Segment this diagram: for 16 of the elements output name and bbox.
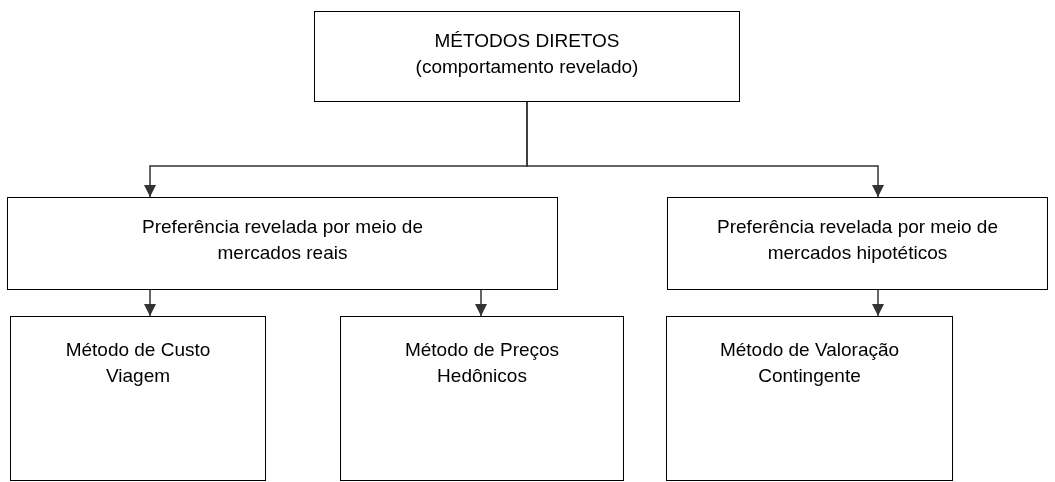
arrow (475, 289, 487, 317)
box-label: Preferência revelada por meio de mercados hipotéticos (716, 215, 999, 265)
process-box (7, 197, 558, 290)
box-label: Método de Custo Viagem (64, 338, 212, 388)
arrow (526, 101, 884, 198)
box-label: Método de Preços Hedônicos (403, 338, 561, 388)
box-label: Método de Valoração Contingente (718, 338, 901, 388)
process-box (667, 197, 1048, 290)
process-box (340, 316, 624, 481)
box-label: Preferência revelada por meio de mercados reais (141, 215, 424, 265)
arrow (872, 289, 884, 317)
process-box (10, 316, 266, 481)
box-label: MÉTODOS DIRETOS (comportamento revelado) (414, 29, 640, 79)
process-box (666, 316, 953, 481)
arrow (144, 289, 156, 317)
process-box (314, 11, 740, 102)
